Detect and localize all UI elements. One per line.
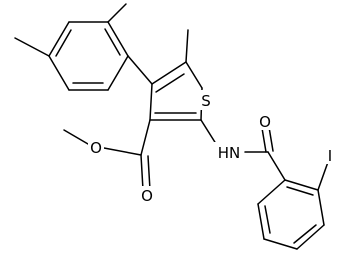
ester-carbon-bond [140,119,151,156]
svg-text:HN: HN [218,144,241,162]
amide-carbonyl-double-bond [261,127,267,153]
aryl-thiophene-bond [127,55,153,85]
atom-amide-oxygen: O [257,112,273,131]
atom-sulfur: S [199,90,213,110]
svg-text:O: O [90,139,102,157]
thiophene-methyl-bond [185,29,189,63]
dimethylphenyl-ring [48,21,129,91]
atom-ester-carbonyl-oxygen: O [139,186,155,205]
atom-iodine: I [324,146,336,165]
para-methyl-bond [14,37,50,57]
ester-carbonyl-double-bond [140,154,144,191]
svg-text:O: O [259,113,271,131]
svg-text:O: O [141,187,153,205]
atom-amide-nh: HN [214,142,244,162]
carbonyl-benzene-bond [267,151,286,181]
ester-ether-bond [103,147,142,156]
ester-carbonyl-double-bond-2 [147,155,151,191]
ortho-methyl-bond [107,3,127,23]
atom-ester-ether-oxygen: O [88,138,104,157]
iodine-bond [317,161,329,191]
svg-text:S: S [201,92,211,110]
amide-carbonyl-double-bond-2 [268,126,274,152]
svg-text:I: I [328,147,332,165]
thiophene-ring [149,61,203,121]
iodobenzene-ring [257,179,325,250]
ester-methyl-bond [63,129,89,145]
